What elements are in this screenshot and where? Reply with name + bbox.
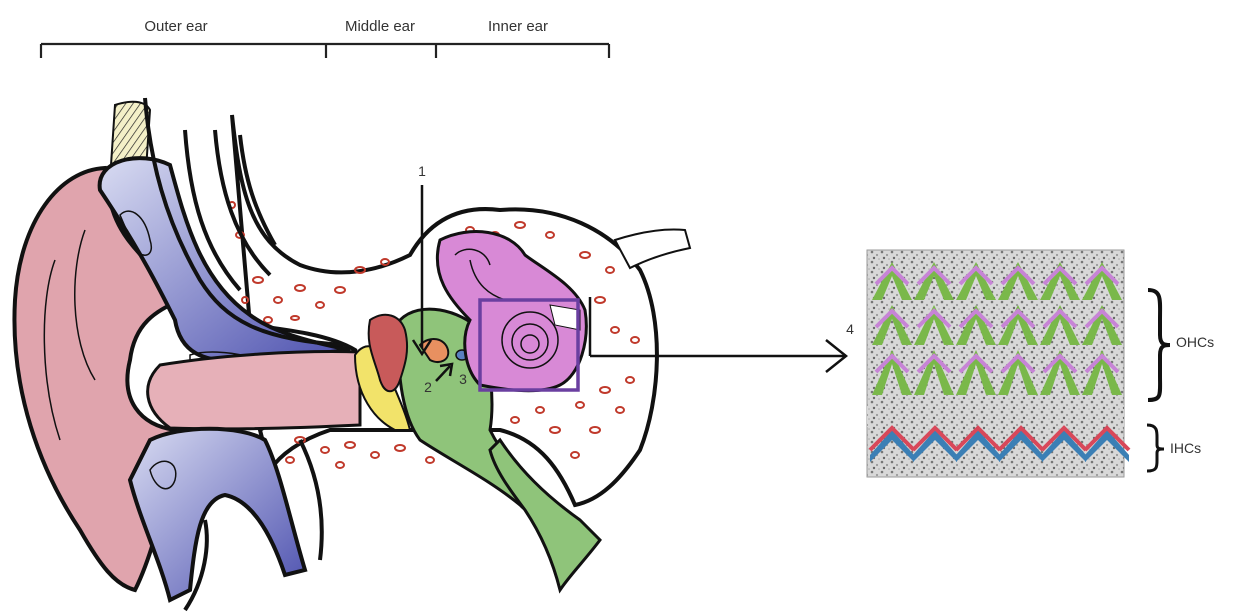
middle-ear-label: Middle ear (345, 18, 415, 35)
outer-ear-label: Outer ear (144, 18, 207, 35)
ohcs-brace: OHCs (1148, 290, 1214, 400)
ohcs-label: OHCs (1176, 334, 1214, 350)
marker-4-label: 4 (846, 321, 854, 337)
middle-ear-bracket: Middle ear (326, 18, 436, 58)
ihcs-brace: IHCs (1147, 425, 1201, 471)
ihcs-label: IHCs (1170, 440, 1201, 456)
marker-3-label: 3 (459, 371, 467, 387)
inner-ear-label: Inner ear (488, 18, 548, 35)
outer-ear-bracket: Outer ear (41, 18, 326, 58)
inner-ear-bracket: Inner ear (436, 18, 609, 58)
ear-canal (148, 352, 360, 429)
auditory-nerve (615, 229, 690, 268)
hair-cell-micrograph (867, 250, 1129, 477)
marker-2-label: 2 (424, 379, 432, 395)
marker-1-label: 1 (418, 163, 426, 179)
region-brackets: Outer ear Middle ear Inner ear (41, 18, 609, 58)
